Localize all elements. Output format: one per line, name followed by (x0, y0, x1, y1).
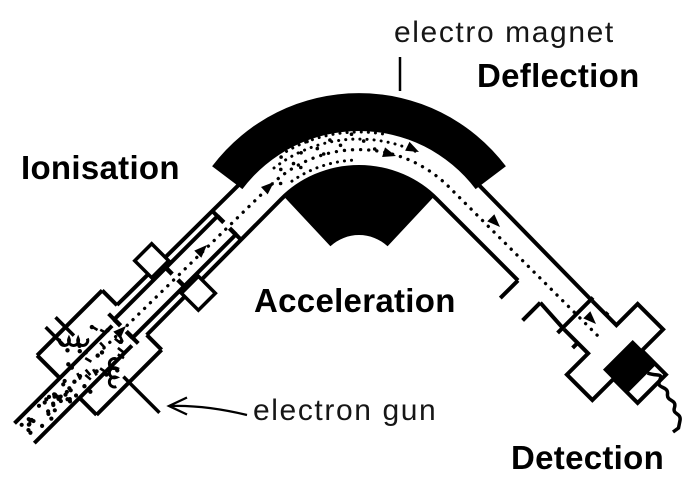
beam-arrowhead (405, 141, 419, 152)
sample-inlet-tube (13, 324, 134, 445)
electrode-feedthrough-box-bottom (178, 273, 218, 313)
beam-arrowhead (113, 326, 126, 339)
beam-arrowhead (487, 214, 500, 227)
beam-arrowhead (260, 182, 274, 195)
ion-beam-diverging-path-3 (290, 158, 357, 183)
electron-gun-stem (122, 375, 161, 414)
electron-trap-coil (107, 357, 121, 389)
ion-beam-diverging-path-2 (285, 130, 386, 153)
electro-magnet-label: electro magnet (394, 16, 615, 49)
ionisation-label: Ionisation (21, 149, 180, 186)
flight-tube-inner-wall (145, 164, 566, 337)
acceleration-slit-plates (112, 214, 238, 340)
electrode-feedthrough-box-top (132, 241, 172, 281)
ionisation-acceleration-assembly (13, 209, 243, 445)
electron-gun-arrow (166, 396, 248, 417)
electron-gun-label: electron gun (253, 394, 438, 427)
beam-direction-arrowheads (113, 141, 596, 339)
filament-coil (57, 334, 90, 347)
detector-assembly (562, 299, 669, 406)
column-wall-connectors (107, 209, 243, 345)
electromagnet-inner-pole (284, 167, 434, 247)
electromagnet-outer-pole (212, 93, 506, 190)
beam-arrowhead (382, 147, 396, 157)
signal-wire (646, 371, 682, 434)
ion-spray-dots (278, 132, 377, 186)
sample-particle-dots (19, 378, 79, 435)
acceleration-column-rails (111, 213, 239, 341)
detector-housing-cross (562, 299, 669, 406)
ion-beam-diverging-path-1 (272, 137, 421, 170)
vacuum-port-flanges (498, 278, 542, 322)
acceleration-label: Acceleration (254, 282, 456, 319)
beam-arrowhead (583, 311, 596, 324)
beam-arrowhead (194, 245, 207, 258)
deflection-label: Deflection (477, 57, 640, 94)
detector-plate (602, 339, 657, 394)
ion-beam-main-path (102, 147, 602, 350)
detection-label: Detection (511, 439, 665, 476)
